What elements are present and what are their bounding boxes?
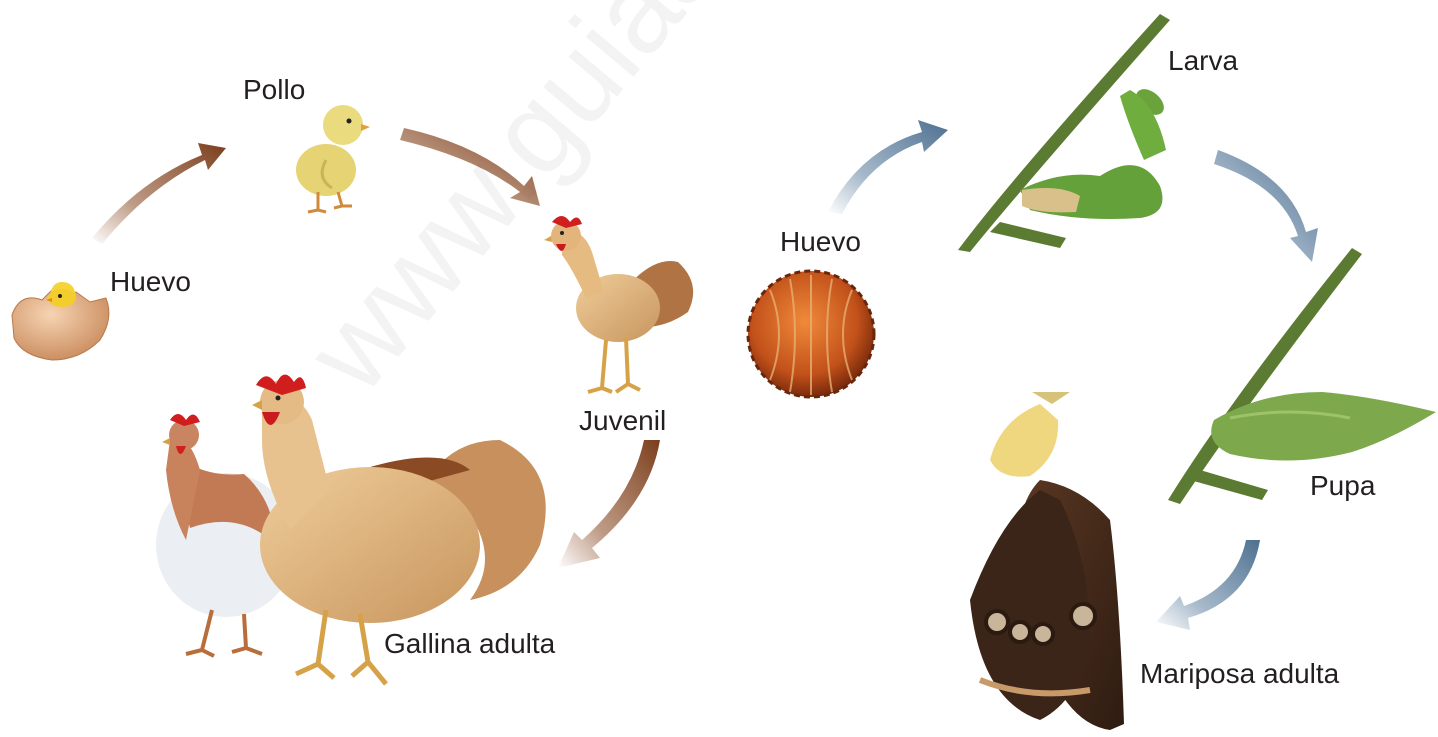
butterfly-egg-illustration: [748, 271, 874, 397]
pupa-illustration: [1168, 248, 1436, 504]
label-larva: Larva: [1168, 45, 1238, 77]
chick-illustration: [296, 105, 370, 212]
arrow-egg-to-chick: [92, 143, 226, 244]
arrow-chick-to-juvenile: [400, 128, 540, 206]
arrow-juvenile-to-adult: [558, 440, 660, 568]
larva-illustration: [958, 14, 1170, 252]
label-pupa: Pupa: [1310, 470, 1375, 502]
arrow-larva-to-pupa: [1214, 150, 1318, 262]
adult-butterfly-illustration: [970, 392, 1124, 730]
arrow-egg-to-larva: [828, 120, 948, 214]
label-chick: Pollo: [243, 74, 305, 106]
juvenile-rooster-illustration: [544, 216, 693, 392]
label-adult-hen: Gallina adulta: [384, 628, 555, 660]
label-chicken-egg: Huevo: [110, 266, 191, 298]
label-butterfly-egg: Huevo: [780, 226, 861, 258]
label-adult-butterfly: Mariposa adulta: [1140, 658, 1339, 690]
arrow-pupa-to-butterfly: [1156, 540, 1260, 630]
hatching-egg-illustration: [12, 282, 109, 360]
label-juvenile: Juvenil: [579, 405, 666, 437]
